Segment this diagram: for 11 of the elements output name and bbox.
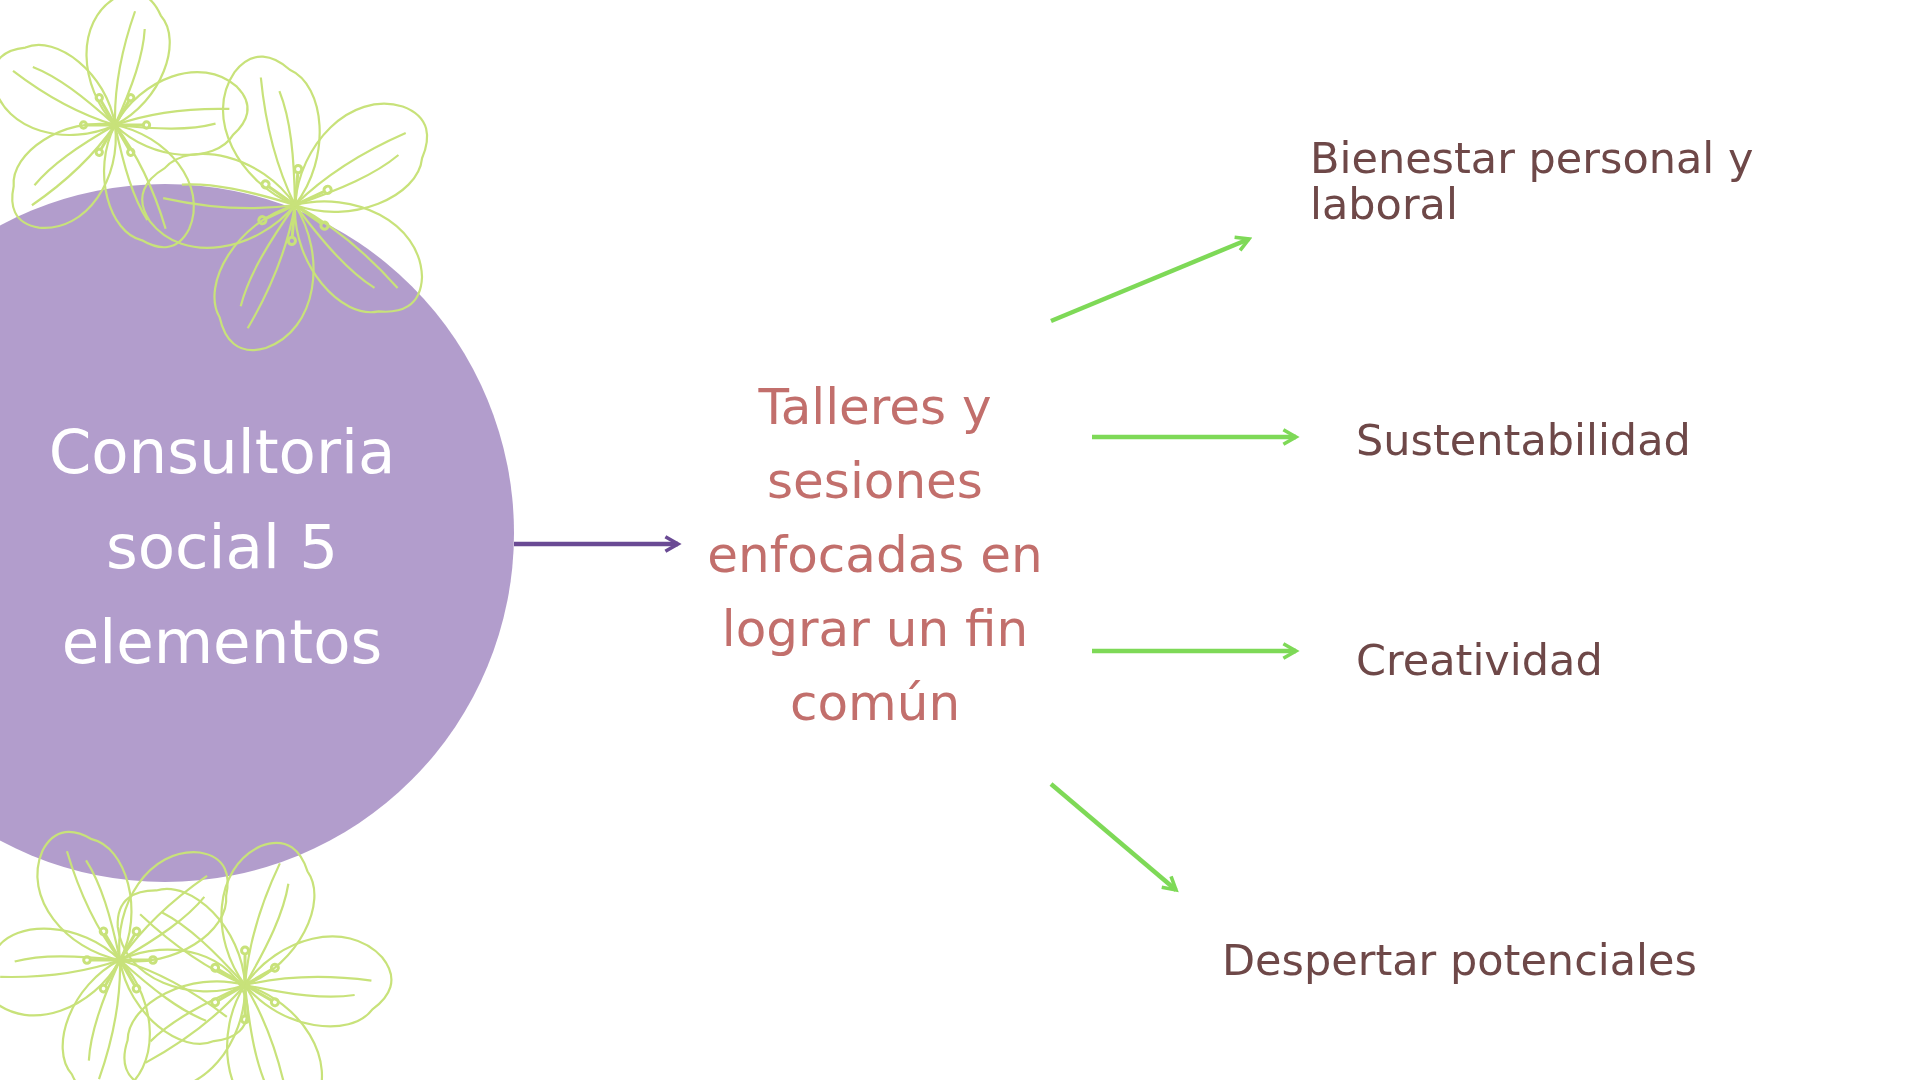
arrow bbox=[1049, 782, 1178, 892]
node-label: Sustentabilidad bbox=[1356, 414, 1692, 467]
node-label: Bienestar personal y laboral bbox=[1310, 135, 1755, 227]
arrow bbox=[1092, 642, 1298, 660]
node-label: Consultoria social 5 elementos bbox=[47, 415, 397, 679]
node-label: Talleres y sesiones enfocadas en lograr un fin común bbox=[706, 377, 1044, 734]
arrow bbox=[514, 535, 680, 553]
arrow bbox=[1092, 428, 1298, 446]
node-label: Despertar potenciales bbox=[1222, 934, 1698, 987]
arrow bbox=[1050, 235, 1251, 324]
node-label: Creatividad bbox=[1356, 634, 1604, 687]
